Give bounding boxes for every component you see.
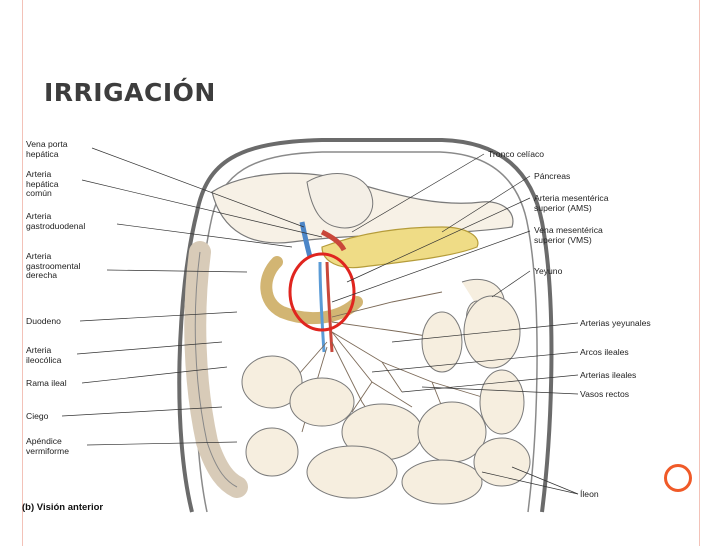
- label-jejunal-arteries: Arterias yeyunales: [580, 318, 651, 328]
- caption-text: Visión anterior: [36, 502, 104, 513]
- label-gastroomental-artery: Arteria gastroomental derecha: [26, 251, 81, 280]
- label-pancreas: Páncreas: [534, 171, 571, 181]
- abdominal-wall: [177, 138, 554, 513]
- frame-left-line: [22, 0, 23, 546]
- frame-right-line: [699, 0, 700, 546]
- label-common-hepatic-artery: Arteria hepática común: [26, 169, 59, 198]
- pancreas: [321, 226, 479, 269]
- highlight-circle: [288, 252, 356, 332]
- label-cecum: Ciego: [26, 411, 49, 421]
- label-smv: Vena mesentérica superior (VMS): [534, 225, 603, 245]
- portal-vein: [299, 221, 313, 258]
- stomach: [306, 173, 374, 229]
- duodenum: [260, 256, 363, 324]
- caption-tag: (b): [22, 502, 35, 513]
- label-sma: Arteria mesentérica superior (AMS): [534, 193, 609, 213]
- mesenteric-vein: [318, 261, 326, 353]
- label-appendix: Apéndice vermiforme: [26, 436, 69, 456]
- celiac-trunk: [320, 229, 347, 252]
- anatomy-figure: Vena porta hepática Arteria hepática com…: [22, 132, 712, 522]
- slide-title: IRRIGACIÓN: [44, 78, 216, 107]
- label-gastroduodenal-artery: Arteria gastroduodenal: [26, 211, 86, 231]
- label-ileal-arteries: Arterias ileales: [580, 370, 637, 380]
- label-ileum: Íleon: [580, 489, 599, 499]
- label-portal-vein: Vena porta hepática: [26, 139, 68, 159]
- mesenteric-artery: [325, 261, 334, 353]
- label-jejunum: Yeyuno: [534, 266, 563, 276]
- figure-caption: (b) Visión anterior: [22, 502, 103, 513]
- anatomy-illustration: [61, 138, 579, 513]
- label-ileal-branch: Rama ileal: [26, 378, 67, 388]
- decorative-circle: [664, 464, 692, 492]
- label-celiac-trunk: Tronco celíaco: [488, 149, 545, 159]
- label-ileocolic-artery: Arteria ileocólica: [26, 345, 62, 365]
- label-vasa-recta: Vasos rectos: [580, 389, 630, 399]
- label-ileal-arcades: Arcos ileales: [580, 347, 629, 357]
- label-duodenum: Duodeno: [26, 316, 61, 326]
